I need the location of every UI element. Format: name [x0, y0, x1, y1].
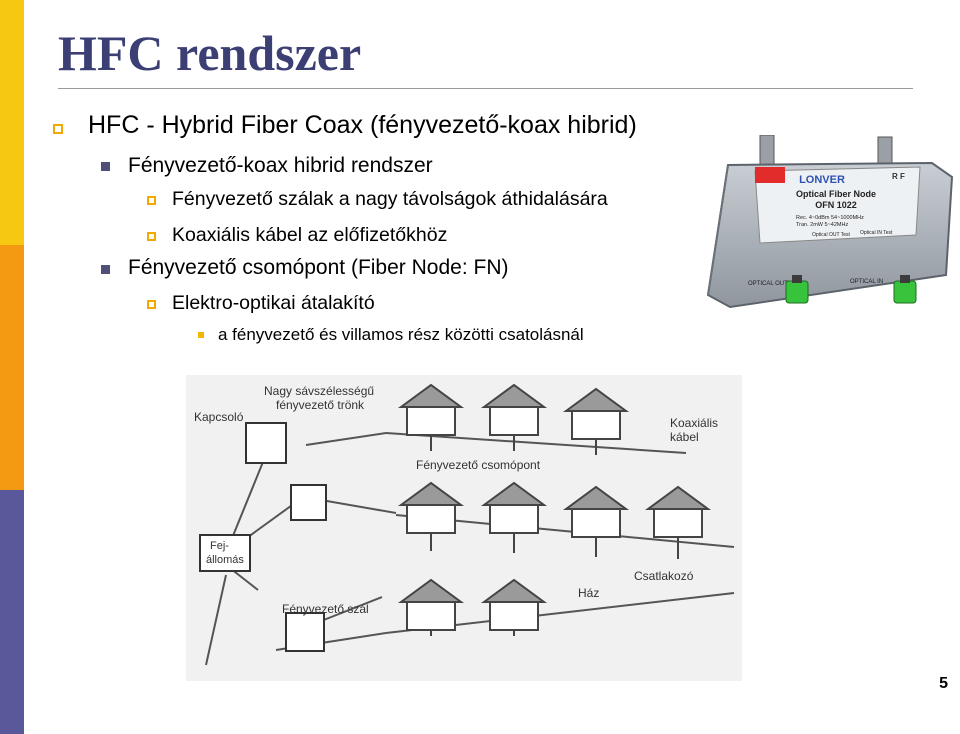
device-brand: LONVER — [799, 174, 845, 186]
device-name: Optical Fiber Node — [796, 189, 876, 199]
small-square-bullet-icon — [198, 332, 204, 338]
label-csatlakozo: Csatlakozó — [634, 569, 694, 583]
label-haz: Ház — [578, 586, 599, 600]
slide-title: HFC rendszer — [58, 24, 361, 82]
solid-square-bullet-icon — [101, 162, 110, 171]
solid-square-bullet-icon — [101, 265, 110, 274]
optical-fiber-node-image: LONVER R F Optical Fiber Node OFN 1022 R… — [700, 135, 955, 315]
device-spec-rec: Rec. 4~0dBm 54~1000MHz — [796, 215, 864, 221]
bullet-coupling: a fényvezető és villamos rész közötti cs… — [218, 325, 584, 345]
label-kapcsolo: Kapcsoló — [194, 410, 244, 424]
bullet-electro-optical: Elektro-optikai átalakító — [172, 292, 375, 315]
label-koax-1: Koaxiális — [670, 416, 718, 430]
label-fiber-strand: Fényvezető szál — [282, 602, 369, 616]
bullet-hfc: HFC - Hybrid Fiber Coax (fényvezető-koax… — [88, 111, 637, 140]
device-rf-label: R F — [892, 172, 905, 181]
hfc-network-diagram: Kapcsoló Nagy sávszélességű fényvezető t… — [186, 375, 742, 681]
device-out-test-label: Optical OUT Test — [812, 232, 850, 238]
hollow-square-bullet-icon — [147, 300, 156, 309]
hollow-square-bullet-icon — [147, 196, 156, 205]
device-model: OFN 1022 — [815, 200, 857, 210]
bullet-fiber-strands: Fényvezető szálak a nagy távolságok áthi… — [172, 188, 608, 211]
bullet-hybrid-system: Fényvezető-koax hibrid rendszer — [128, 154, 433, 178]
label-trunk-1: Nagy sávszélességű — [264, 384, 374, 398]
left-bar-violet — [0, 490, 24, 734]
left-bar-yellow — [0, 0, 24, 245]
device-in-test-label: Optical IN Test — [860, 230, 893, 236]
label-fiber-node: Fényvezető csomópont — [416, 458, 541, 472]
label-fej-2: állomás — [206, 554, 244, 566]
device-spec-tran: Tran. 2mW 5~42MHz — [796, 222, 848, 228]
label-trunk-2: fényvezető trönk — [276, 398, 365, 412]
title-rule — [58, 88, 913, 89]
label-koax-2: kábel — [670, 430, 699, 444]
bullet-fiber-node: Fényvezető csomópont (Fiber Node: FN) — [128, 256, 508, 280]
label-fej-1: Fej- — [210, 540, 229, 552]
bullet-coax-cable: Koaxiális kábel az előfizetőkhöz — [172, 224, 447, 247]
device-port-in-label: OPTICAL IN — [850, 279, 883, 285]
hollow-square-bullet-icon — [147, 232, 156, 241]
left-bar-orange — [0, 245, 24, 490]
page-number: 5 — [939, 675, 948, 693]
device-port-out-label: OPTICAL OUT — [748, 281, 788, 287]
hollow-square-bullet-icon — [53, 124, 63, 134]
